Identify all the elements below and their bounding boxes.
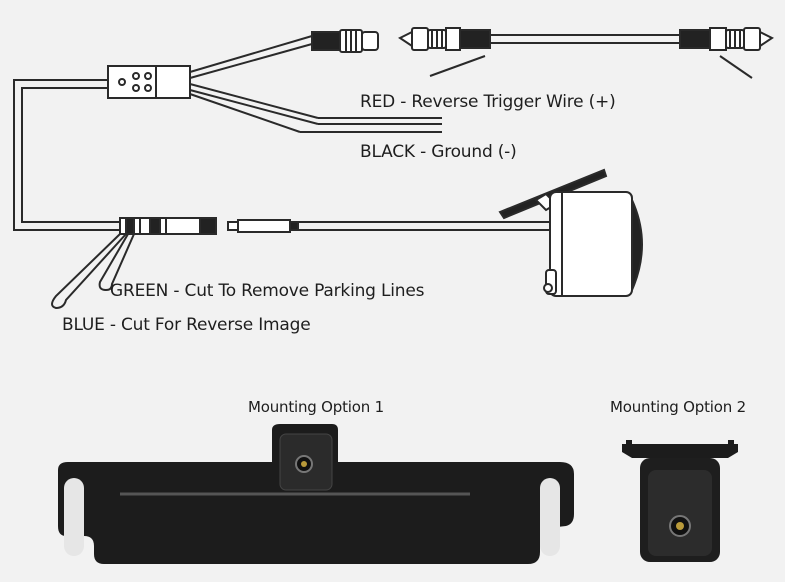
- mounting-option-1-caption: Mounting Option 1: [248, 398, 384, 416]
- red-wire-label: RED - Reverse Trigger Wire (+): [360, 92, 616, 112]
- mounting-bracket-option1: [58, 424, 574, 564]
- blue-wire-label: BLUE - Cut For Reverse Image: [62, 315, 311, 335]
- splitter-box: [107, 65, 191, 99]
- black-wire-label: BLACK - Ground (-): [360, 142, 517, 162]
- camera-body: [498, 168, 643, 297]
- rca-plug-left: [398, 27, 491, 51]
- mounting-option-2-caption: Mounting Option 2: [610, 398, 746, 416]
- inline-connector: [119, 217, 299, 235]
- green-wire-label: GREEN - Cut To Remove Parking Lines: [110, 281, 425, 301]
- mounting-camera-option2: [622, 440, 738, 562]
- rca-female-connector: [311, 29, 379, 53]
- camera-harness: [13, 29, 552, 310]
- rca-plug-right: [679, 27, 774, 51]
- rca-extension-cable: [398, 27, 774, 79]
